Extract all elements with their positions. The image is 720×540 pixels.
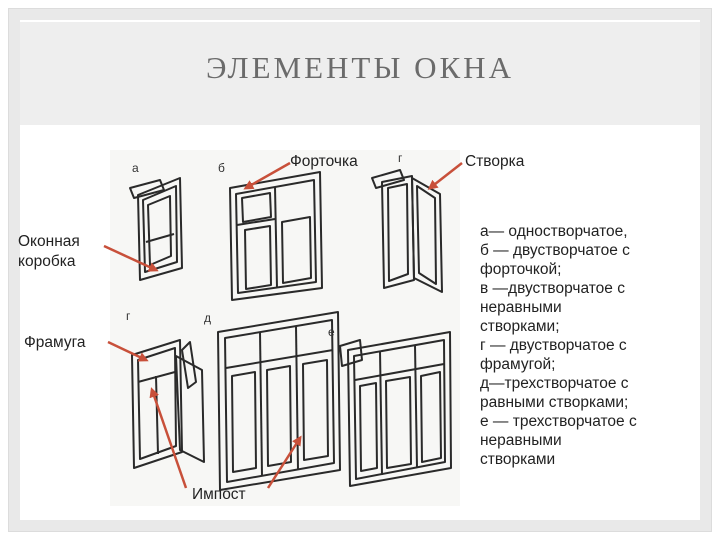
window-types-diagram: а б г г д е bbox=[110, 150, 460, 506]
label-d: д bbox=[204, 311, 211, 325]
callout-fortochka: Форточка bbox=[290, 153, 358, 170]
label-b: б bbox=[218, 161, 225, 175]
window-e bbox=[339, 331, 452, 487]
label-a: а bbox=[132, 161, 139, 175]
legend-item-g: г — двустворчатое с фрамугой; bbox=[480, 337, 627, 373]
callout-korobka: Оконная коробка bbox=[18, 233, 80, 270]
legend-item-b: б — двустворчатое с форточкой; bbox=[480, 242, 630, 278]
label-g: г bbox=[126, 309, 131, 323]
callout-framuga: Фрамуга bbox=[24, 334, 86, 351]
label-e: е bbox=[328, 325, 335, 339]
callout-stvorka: Створка bbox=[465, 153, 525, 170]
legend-item-e: е — трехстворчатое с неравными створками bbox=[480, 413, 637, 468]
window-types-legend: а— одностворчатое, б — двустворчатое с ф… bbox=[480, 222, 702, 469]
callout-impost: Импост bbox=[192, 486, 246, 503]
label-v: г bbox=[398, 151, 403, 165]
legend-item-d: д—трехстворчатое с равными створками; bbox=[480, 375, 629, 411]
title-band bbox=[20, 22, 700, 125]
slide-title: ЭЛЕМЕНТЫ ОКНА bbox=[206, 50, 514, 85]
legend-item-a: а— одностворчатое, bbox=[480, 223, 628, 240]
legend-item-v: в —двустворчатое с неравными створками; bbox=[480, 280, 625, 335]
